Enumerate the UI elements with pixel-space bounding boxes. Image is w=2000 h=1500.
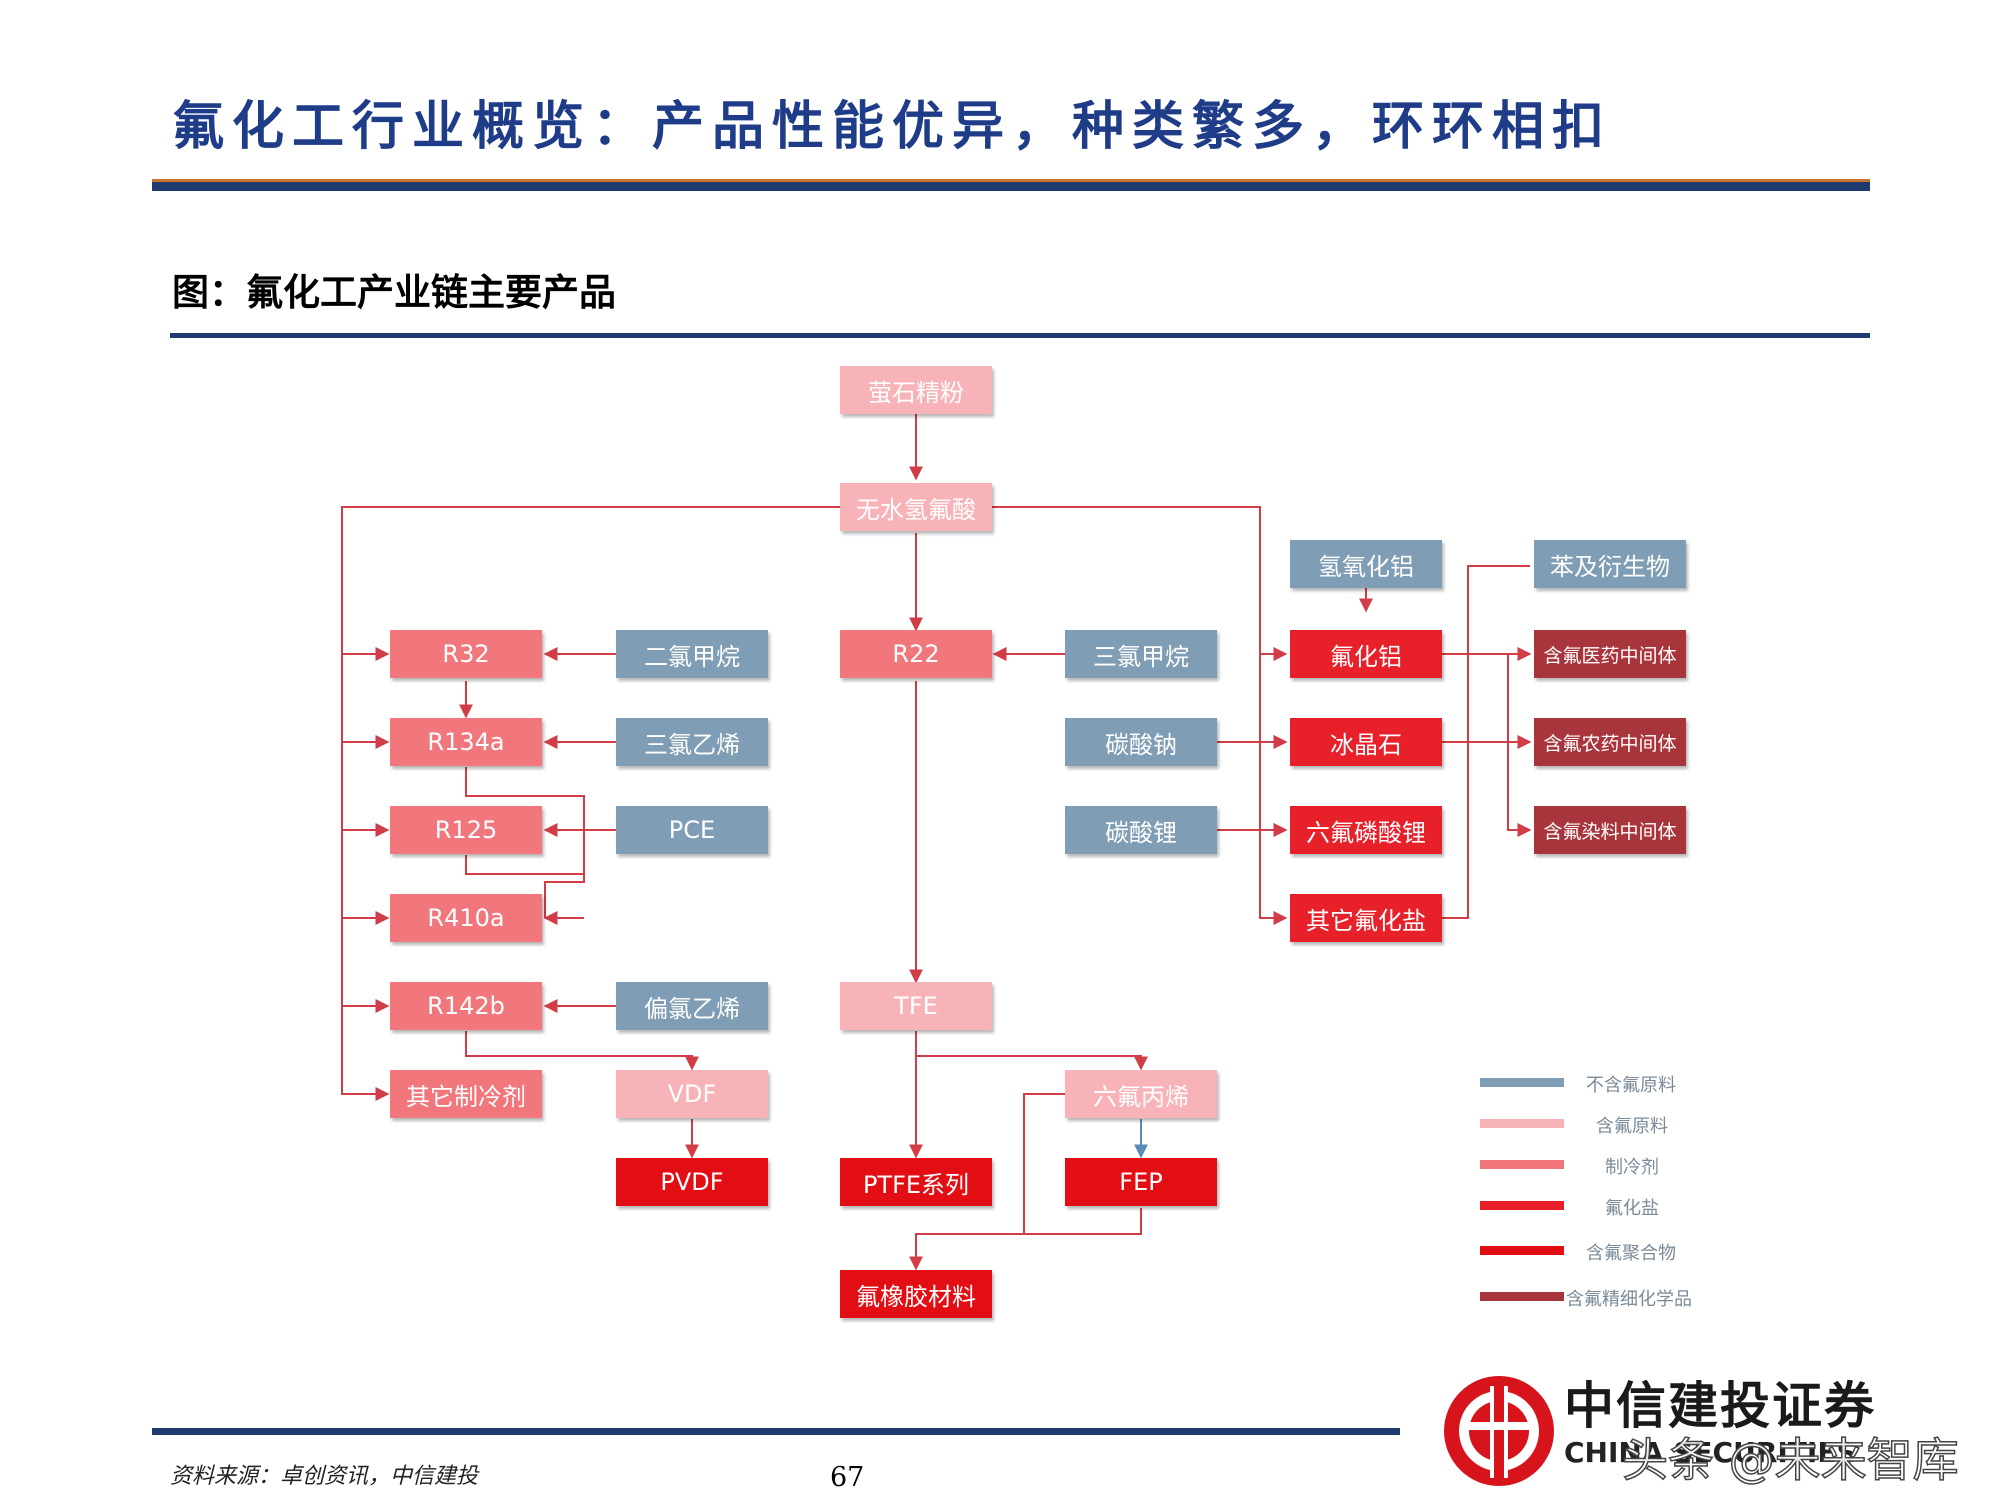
- node-chloroform: 三氯甲烷: [1065, 630, 1217, 678]
- legend-label-fluoride-salt: 氟化盐: [1605, 1198, 1659, 1219]
- logo-subtitle: CHINA SECURITIES: [1564, 1436, 1857, 1469]
- logo-name: 中信建投证券: [1564, 1376, 1876, 1435]
- node-r125: R125: [390, 806, 542, 854]
- node-vinylidene-chloride: 偏氯乙烯: [616, 982, 768, 1030]
- node-aluminium-fluoride: 氟化铝: [1290, 630, 1442, 678]
- node-trichloroethylene: 三氯乙烯: [616, 718, 768, 766]
- node-soda-ash: 碳酸钠: [1065, 718, 1217, 766]
- legend-swatch-fine-chemical: [1480, 1292, 1564, 1301]
- node-anhydrous-hf: 无水氢氟酸: [840, 483, 992, 531]
- node-pvdf: PVDF: [616, 1158, 768, 1206]
- node-lithium-carbonate: 碳酸锂: [1065, 806, 1217, 854]
- node-agro-intermediate: 含氟农药中间体: [1534, 718, 1686, 766]
- slide-title: 氟化工行业概览：产品性能优异，种类繁多，环环相扣: [172, 97, 1613, 157]
- node-ptfe: PTFE系列: [840, 1158, 992, 1206]
- node-tfe: TFE: [840, 982, 992, 1030]
- legend-label-polymer: 含氟聚合物: [1586, 1243, 1676, 1264]
- node-dichloromethane: 二氯甲烷: [616, 630, 768, 678]
- node-fep: FEP: [1065, 1158, 1217, 1206]
- node-other-fluoride-salts: 其它氟化盐: [1290, 894, 1442, 942]
- node-pharma-intermediate: 含氟医药中间体: [1534, 630, 1686, 678]
- node-other-refrigerants: 其它制冷剂: [390, 1070, 542, 1118]
- node-fluorite: 萤石精粉: [840, 366, 992, 414]
- legend-swatch-fluorine-raw: [1480, 1119, 1564, 1128]
- watermark: 头条 @未来智库: [1621, 1432, 1959, 1488]
- node-r22: R22: [840, 630, 992, 678]
- footer-divider: [152, 1428, 1400, 1435]
- node-cryolite: 冰晶石: [1290, 718, 1442, 766]
- title-divider: [152, 179, 1870, 191]
- node-lipf6: 六氟磷酸锂: [1290, 806, 1442, 854]
- node-hfp: 六氟丙烯: [1065, 1070, 1217, 1118]
- legend-label-fine-chemical: 含氟精细化学品: [1566, 1289, 1692, 1310]
- legend-label-non-fluorine: 不含氟原料: [1586, 1075, 1676, 1096]
- legend-swatch-refrigerant: [1480, 1160, 1564, 1169]
- node-vdf: VDF: [616, 1070, 768, 1118]
- node-aluminium-hydroxide: 氢氧化铝: [1290, 540, 1442, 588]
- node-r32: R32: [390, 630, 542, 678]
- node-pce: PCE: [616, 806, 768, 854]
- caption-divider: [170, 333, 1870, 338]
- node-dye-intermediate: 含氟染料中间体: [1534, 806, 1686, 854]
- source-note: 资料来源：卓创资讯，中信建投: [170, 1464, 479, 1489]
- legend-swatch-non-fluorine: [1480, 1078, 1564, 1087]
- page-number: 67: [830, 1462, 865, 1493]
- node-r134a: R134a: [390, 718, 542, 766]
- legend-label-fluorine-raw: 含氟原料: [1596, 1116, 1668, 1137]
- node-benzene: 苯及衍生物: [1534, 540, 1686, 588]
- figure-caption: 图：氟化工产业链主要产品: [172, 270, 616, 314]
- node-r142b: R142b: [390, 982, 542, 1030]
- citic-emblem-icon: [1444, 1376, 1554, 1486]
- legend-label-refrigerant: 制冷剂: [1605, 1157, 1659, 1178]
- company-logo: 中信建投证券 CHINA SECURITIES: [1440, 1364, 2000, 1500]
- node-fluororubber: 氟橡胶材料: [840, 1270, 992, 1318]
- legend-swatch-fluoride-salt: [1480, 1201, 1564, 1210]
- node-r410a: R410a: [390, 894, 542, 942]
- legend-swatch-polymer: [1480, 1246, 1564, 1255]
